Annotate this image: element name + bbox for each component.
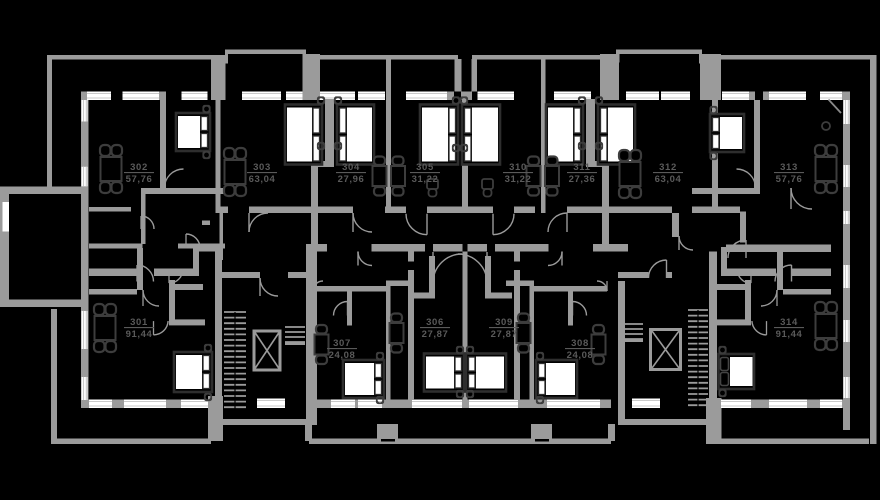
svg-text:27,36: 27,36 <box>569 174 596 185</box>
svg-text:306: 306 <box>426 317 444 328</box>
svg-text:302: 302 <box>130 162 148 173</box>
svg-text:308: 308 <box>571 338 589 349</box>
svg-text:310: 310 <box>509 162 527 173</box>
svg-text:63,04: 63,04 <box>249 174 276 185</box>
svg-text:314: 314 <box>780 317 798 328</box>
svg-text:31,22: 31,22 <box>412 174 439 185</box>
svg-text:309: 309 <box>495 317 513 328</box>
svg-text:57,76: 57,76 <box>126 174 153 185</box>
svg-text:312: 312 <box>659 162 677 173</box>
svg-text:63,04: 63,04 <box>655 174 682 185</box>
svg-text:311: 311 <box>573 162 590 173</box>
svg-text:57,76: 57,76 <box>776 174 803 185</box>
svg-text:304: 304 <box>342 162 360 173</box>
svg-text:305: 305 <box>416 162 434 173</box>
svg-text:91,44: 91,44 <box>126 329 153 340</box>
svg-text:313: 313 <box>780 162 798 173</box>
svg-text:31,22: 31,22 <box>505 174 532 185</box>
svg-text:27,87: 27,87 <box>491 329 518 340</box>
svg-text:303: 303 <box>253 162 271 173</box>
svg-text:24,08: 24,08 <box>329 350 356 361</box>
svg-text:24,08: 24,08 <box>567 350 594 361</box>
svg-text:27,96: 27,96 <box>338 174 365 185</box>
svg-text:307: 307 <box>333 338 351 349</box>
svg-text:91,44: 91,44 <box>776 329 803 340</box>
svg-text:301: 301 <box>130 317 148 328</box>
svg-text:27,87: 27,87 <box>422 329 449 340</box>
